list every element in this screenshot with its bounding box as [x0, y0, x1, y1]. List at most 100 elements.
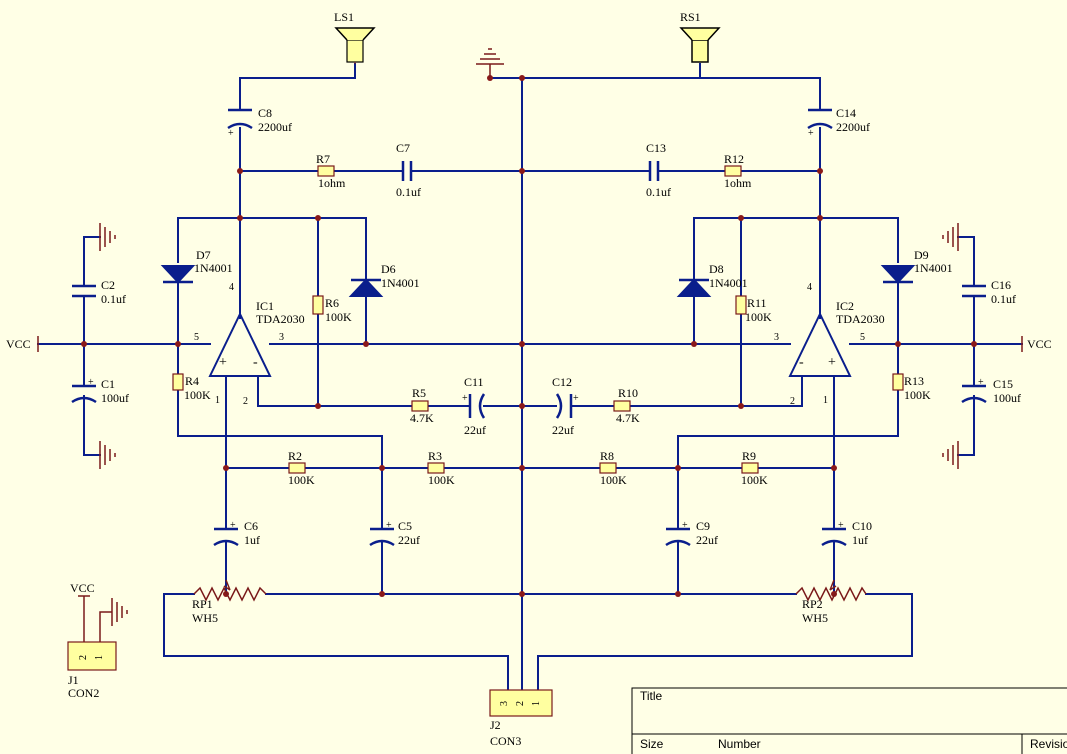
capacitor-c14-icon: + — [807, 108, 833, 139]
diode-d8-icon — [676, 278, 712, 297]
rp1-part: WH5 — [192, 611, 218, 625]
c12-ref: C12 — [552, 375, 572, 389]
r12-ref: R12 — [724, 152, 744, 166]
r8-ref: R8 — [600, 449, 614, 463]
j1-part: CON2 — [68, 686, 99, 700]
c9-value: 22uf — [696, 533, 718, 547]
c16-value: 0.1uf — [991, 292, 1016, 306]
diode-d9-icon — [880, 265, 916, 284]
capacitor-c6-icon: + — [213, 520, 239, 547]
c7-ref: C7 — [396, 141, 410, 155]
r8-value: 100K — [600, 473, 627, 487]
j1-pin2: 2 — [78, 655, 89, 660]
capacitor-c11-icon: + — [462, 393, 486, 419]
title-block-revision: Revisio — [1030, 737, 1067, 751]
c16-ref: C16 — [991, 278, 1011, 292]
svg-text:+: + — [386, 520, 392, 531]
rp2-ref: RP2 — [802, 597, 823, 611]
r13-value: 100K — [904, 388, 931, 402]
speaker-rs1-icon — [679, 27, 721, 63]
d8-ref: D8 — [709, 262, 724, 276]
c9-ref: C9 — [696, 519, 710, 533]
svg-text:+: + — [230, 520, 236, 531]
svg-text:+: + — [573, 393, 579, 404]
c12-value: 22uf — [552, 423, 574, 437]
svg-text:-: - — [253, 355, 258, 370]
c7-value: 0.1uf — [396, 185, 421, 199]
d8-part: 1N4001 — [709, 276, 748, 290]
d6-part: 1N4001 — [381, 276, 420, 290]
speaker-rs1-label: RS1 — [680, 10, 701, 24]
svg-text:+: + — [828, 355, 836, 370]
c15-ref: C15 — [993, 377, 1013, 391]
capacitor-c1-icon: + — [71, 377, 97, 404]
r10-ref: R10 — [618, 386, 638, 400]
speaker-ls1-icon — [334, 27, 376, 64]
ground-left-upper-icon — [99, 223, 116, 251]
ground-left-lower-icon — [99, 441, 116, 469]
svg-text:+: + — [808, 128, 814, 139]
diode-d6-icon — [348, 278, 384, 297]
r4-value: 100K — [184, 388, 211, 402]
r4-ref: R4 — [185, 374, 199, 388]
ic2-pin4: 4 — [807, 282, 812, 293]
d7-ref: D7 — [196, 248, 211, 262]
capacitor-c2-icon — [72, 284, 96, 298]
vcc-j1-label: VCC — [70, 581, 95, 595]
j2-part: CON3 — [490, 734, 521, 748]
vcc-left-label: VCC — [6, 337, 31, 351]
title-block-number: Number — [718, 737, 761, 751]
j1-ref: J1 — [68, 673, 79, 687]
r7-value: 1ohm — [318, 176, 346, 190]
j2-pin2: 2 — [515, 701, 526, 706]
junction-dots — [81, 75, 977, 597]
ic1-pin1: 1 — [215, 395, 220, 406]
svg-text:+: + — [682, 520, 688, 531]
j2-ref: J2 — [490, 718, 501, 732]
ic2-pin2: 2 — [790, 396, 795, 407]
ground-top-icon — [476, 48, 504, 78]
svg-text:-: - — [799, 355, 804, 370]
ic1-pin5: 5 — [194, 332, 199, 343]
capacitor-c16-icon — [962, 284, 986, 298]
c14-value: 2200uf — [836, 120, 870, 134]
diode-d7-icon — [160, 265, 196, 284]
d6-ref: D6 — [381, 262, 396, 276]
capacitor-c15-icon: + — [961, 377, 987, 404]
r5-value: 4.7K — [410, 411, 434, 425]
pot-rp1-icon — [193, 579, 267, 602]
rp2-part: WH5 — [802, 611, 828, 625]
svg-text:+: + — [88, 377, 94, 388]
c10-ref: C10 — [852, 519, 872, 533]
svg-text:+: + — [838, 520, 844, 531]
connector-j1-icon — [67, 595, 128, 671]
ic1-pin4: 4 — [229, 282, 234, 293]
d9-ref: D9 — [914, 248, 929, 262]
connector-j2-icon — [489, 689, 553, 717]
r2-value: 100K — [288, 473, 315, 487]
capacitor-c13-icon — [648, 161, 660, 181]
r5-ref: R5 — [412, 386, 426, 400]
ic2-ref: IC2 — [836, 299, 854, 313]
c6-value: 1uf — [244, 533, 260, 547]
d9-part: 1N4001 — [914, 261, 953, 275]
r7-ref: R7 — [316, 152, 330, 166]
ic2-pin1: 1 — [823, 395, 828, 406]
svg-text:+: + — [219, 355, 227, 370]
resistors-icons — [172, 165, 904, 474]
r2-ref: R2 — [288, 449, 302, 463]
c8-ref: C8 — [258, 106, 272, 120]
rp1-ref: RP1 — [192, 597, 213, 611]
c13-value: 0.1uf — [646, 185, 671, 199]
c2-ref: C2 — [101, 278, 115, 292]
ic2-op-amp-icon: - + — [788, 311, 852, 377]
c11-ref: C11 — [464, 375, 484, 389]
r11-value: 100K — [745, 310, 772, 324]
c15-value: 100uf — [993, 391, 1021, 405]
c1-value: 100uf — [101, 391, 129, 405]
c6-ref: C6 — [244, 519, 258, 533]
ic1-pin3: 3 — [279, 332, 284, 343]
r9-value: 100K — [741, 473, 768, 487]
r3-ref: R3 — [428, 449, 442, 463]
